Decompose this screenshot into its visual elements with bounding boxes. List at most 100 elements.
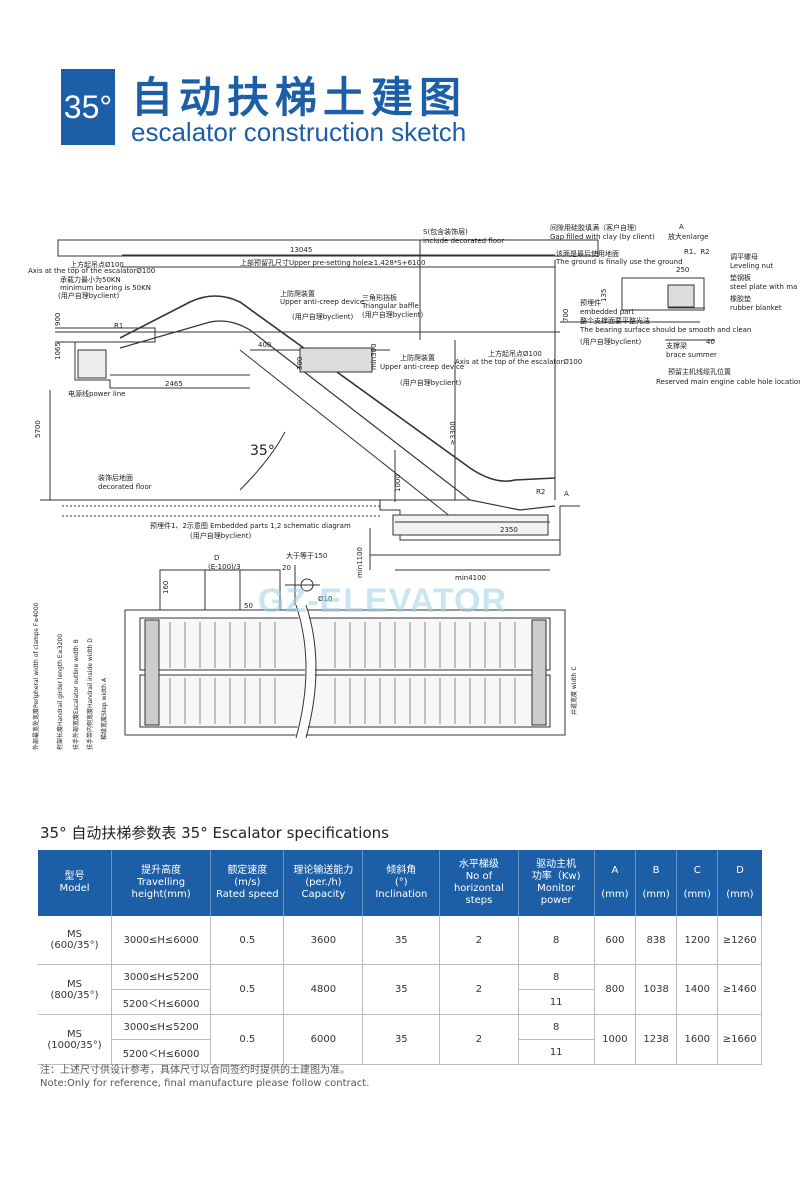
upper-anticreep: Upper anti-creep device — [280, 298, 364, 306]
dim-250: 250 — [676, 266, 689, 274]
power-line: 电源线power line — [68, 389, 126, 398]
dim-900: 900 — [54, 313, 62, 326]
right-width-label: 井道宽度 width C — [570, 666, 578, 715]
cell-steps: 2 — [439, 964, 519, 1015]
cell-b: 1038 — [635, 964, 678, 1015]
axis-top-right-cn: 上方起吊点Ø100 — [488, 349, 542, 358]
brace-cn: 支撑梁 — [666, 341, 687, 350]
th-capacity: 理论输送能力(per./h)Capacity — [283, 850, 364, 916]
min-bearing-left: minimum bearing is 50KN — [60, 284, 151, 292]
bearing-label: The bearing surface should be smooth and… — [579, 326, 751, 334]
cell-model: MS(600/35°) — [38, 916, 113, 965]
gap-cn: 间隙用硅胶填满（客户自理） — [550, 223, 641, 232]
steel-plate-label: steel plate with ma — [730, 283, 797, 291]
dim-1065: 1065 — [54, 342, 62, 360]
cell-c: 1400 — [676, 964, 719, 1015]
r1-label: R1 — [114, 322, 123, 330]
cell-d: ≥1460 — [717, 964, 762, 1015]
dim-40: 40 — [706, 338, 715, 346]
cell-height: 3000≤H≤6000 — [111, 916, 212, 965]
angle-badge: 35° — [61, 69, 115, 145]
leveling-cn: 调平螺母 — [730, 252, 758, 261]
cell-inclination: 35 — [362, 1014, 441, 1065]
upper-slab — [57, 239, 599, 257]
lower-anticreep: Upper anti-creep device — [380, 363, 464, 371]
cell-power: 8 — [518, 916, 595, 965]
dim-2465: 2465 — [165, 380, 183, 388]
outer-width-label: 外部最宽处宽度Peripheral width of clamps F≥4000 — [32, 602, 40, 750]
cell-power: 11 — [518, 1039, 595, 1065]
include-floor: include decorated floor — [423, 237, 504, 245]
cell-b: 1238 — [635, 1014, 678, 1065]
cell-inclination: 35 — [362, 964, 441, 1015]
s-label: S(包含装饰层) — [423, 227, 468, 236]
d-label: D — [214, 554, 219, 562]
th-b: B (mm) — [635, 850, 678, 916]
footnote: 注：上述尺寸供设计参考，具体尺寸以合同签约时提供的土建图为准。 Note:Onl… — [40, 1064, 369, 1090]
r2-label: R2 — [536, 488, 545, 496]
bearing-cn: 整个支撑面要平整光洁 — [580, 316, 650, 325]
th-inclination: 倾斜角(°)Inclination — [362, 850, 441, 916]
embedded-diagram-label: 预埋件1、2示意图 Embedded parts 1,2 schematic d… — [150, 521, 351, 530]
cell-model: MS(800/35°) — [38, 964, 113, 1015]
cell-speed: 0.5 — [210, 916, 285, 965]
cell-a: 800 — [594, 964, 637, 1015]
rubber-label: rubber blanket — [730, 304, 782, 312]
dim-700: 700 — [562, 309, 570, 322]
cell-height: 5200＜H≤6000 — [111, 1039, 212, 1065]
dim-1000: 1000 — [394, 474, 402, 492]
spec-title: 35° 自动扶梯参数表 35° Escalator specifications — [40, 824, 389, 842]
cell-d: ≥1260 — [717, 916, 762, 965]
cell-capacity: 4800 — [283, 964, 364, 1015]
step-width-label: 梯级宽度Step width A — [100, 677, 108, 740]
dim-min300: min300 — [370, 343, 378, 370]
dim-3300: ≥3300 — [449, 421, 457, 445]
cell-capacity: 6000 — [283, 1014, 364, 1065]
embedded-part: embedded part — [580, 308, 634, 316]
r1r2-label: R1、R2 — [684, 248, 710, 256]
top-point-left: 上方起吊点Ø100 — [70, 260, 124, 269]
decorated-floor-cn: 装饰后地面 — [98, 473, 133, 482]
triangular-baffle — [299, 347, 373, 373]
dim-135: 135 — [600, 289, 608, 302]
cell-a: 600 — [594, 916, 637, 965]
table-row: MS(800/35°) 3000≤H≤5200 0.5 4800 35 2 8 … — [38, 964, 762, 1015]
min-bearing-left-cn: 承载力最小为50KN — [60, 275, 121, 284]
watermark-logo: GZ-ELEVATOR — [258, 582, 507, 620]
dim-160: 160 — [162, 581, 170, 594]
cell-speed: 0.5 — [210, 1014, 285, 1065]
cell-b: 838 — [635, 916, 678, 965]
cell-a: 1000 — [594, 1014, 637, 1065]
table-row: 5200＜H≤6000 11 — [38, 989, 762, 1015]
table-row: MS(600/35°) 3000≤H≤6000 0.5 3600 35 2 8 … — [38, 916, 762, 965]
a-label: A — [564, 490, 569, 498]
d10-label: Ø10 — [318, 595, 332, 603]
page-title-en: escalator construction sketch — [131, 117, 467, 147]
th-d: D (mm) — [717, 850, 762, 916]
table-row: 5200＜H≤6000 11 — [38, 1039, 762, 1065]
dim-400: 400 — [258, 341, 271, 349]
by-client-5: (用户自理byclient) — [190, 531, 252, 540]
dim-min4100: min4100 — [455, 574, 486, 582]
by-client-4: (用户自理byclient) — [400, 378, 462, 387]
cell-height: 5200＜H≤6000 — [111, 989, 212, 1015]
cell-power: 8 — [518, 964, 595, 990]
cell-capacity: 3600 — [283, 916, 364, 965]
by-client-6: (用户自理byclient) — [580, 337, 642, 346]
decorated-floor: decorated floor — [98, 483, 152, 491]
dim-150: 大于等于150 — [286, 551, 327, 560]
dim-300: 300 — [296, 357, 304, 370]
girder-label: 桁架长度Handrail girder length E≥3200 — [56, 634, 64, 750]
footnote-en: Note:Only for reference, final manufactu… — [40, 1078, 370, 1089]
dim-20: 20 — [282, 564, 291, 572]
e-label: (E-100)/3 — [208, 563, 241, 571]
upper-anticreep-cn: 上防爬装置 — [280, 289, 315, 298]
cable-hole: Reserved main engine cable hole location — [656, 378, 800, 386]
cell-steps: 2 — [439, 916, 519, 965]
construction-drawing: 13045 上部预留孔尺寸Upper pre-setting hole≥1.42… — [28, 223, 800, 750]
ground-cn: 该面是最后使用地面 — [556, 249, 619, 258]
